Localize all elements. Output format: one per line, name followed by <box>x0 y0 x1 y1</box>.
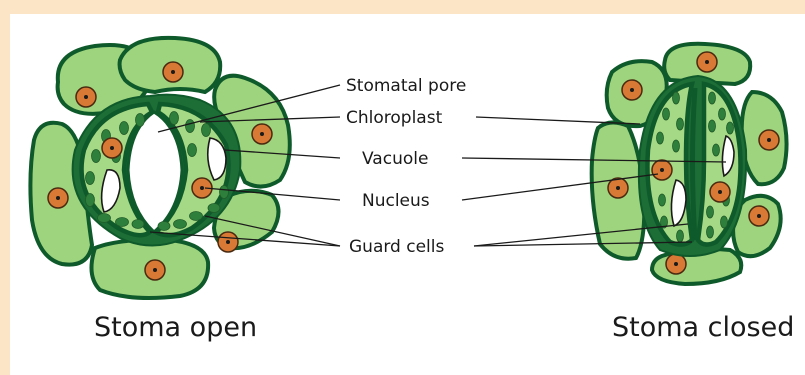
label-guard-cells: Guard cells <box>349 237 445 257</box>
stomatal-pore-closed <box>693 88 696 240</box>
stoma-open-figure <box>30 38 289 298</box>
caption-stoma-closed: Stoma closed <box>612 312 794 343</box>
label-stomatal-pore: Stomatal pore <box>346 76 466 96</box>
label-nucleus: Nucleus <box>362 191 430 211</box>
stoma-closed-figure <box>592 44 787 284</box>
caption-stoma-open: Stoma open <box>94 312 257 343</box>
label-chloroplast: Chloroplast <box>346 108 443 128</box>
label-vacuole: Vacuole <box>362 149 428 169</box>
